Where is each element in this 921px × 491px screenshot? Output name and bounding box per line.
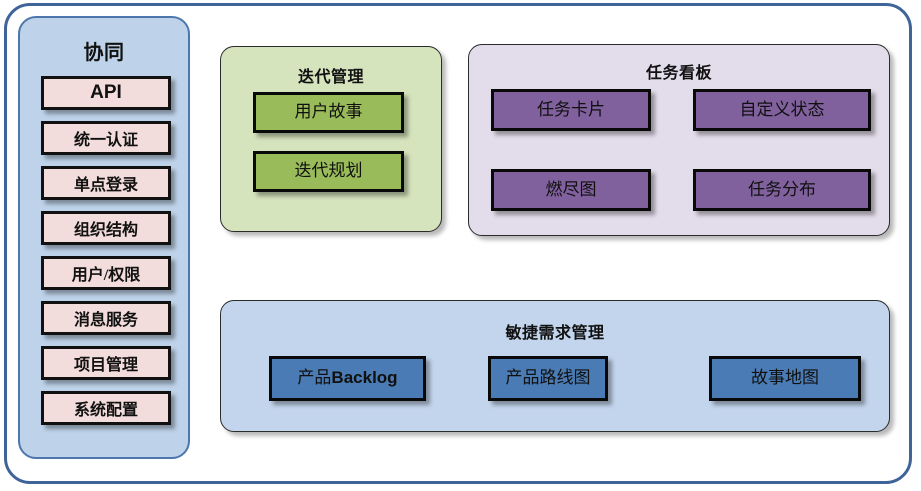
tile-product-roadmap[interactable]: 产品路线图 bbox=[488, 356, 608, 401]
outer-frame bbox=[4, 3, 912, 484]
tile-custom-status[interactable]: 自定义状态 bbox=[693, 89, 871, 131]
sidebar-item-system-config[interactable]: 系统配置 bbox=[41, 391, 171, 425]
sidebar-item-message-service[interactable]: 消息服务 bbox=[41, 301, 171, 335]
tile-product-backlog-prefix: 产品 bbox=[297, 368, 332, 388]
sidebar-item-single-sign-on[interactable]: 单点登录 bbox=[41, 166, 171, 200]
panel-title-agile-requirement-management: 敏捷需求管理 bbox=[505, 325, 605, 342]
sidebar-item-project-management[interactable]: 项目管理 bbox=[41, 346, 171, 380]
panel-iteration-management[interactable]: 迭代管理 用户故事 迭代规划 bbox=[220, 46, 442, 232]
sidebar-item-org-structure[interactable]: 组织结构 bbox=[41, 211, 171, 245]
sidebar-item-list: API 统一认证 单点登录 组织结构 用户/权限 消息服务 项目管理 系统配置 bbox=[41, 76, 171, 436]
tile-iteration-planning[interactable]: 迭代规划 bbox=[253, 151, 404, 192]
panel-title-iteration-management: 迭代管理 bbox=[297, 69, 364, 86]
sidebar-item-api[interactable]: API bbox=[41, 76, 171, 110]
panel-task-board[interactable]: 任务看板 任务卡片 自定义状态 燃尽图 任务分布 bbox=[468, 44, 890, 236]
sidebar-title: 协同 bbox=[83, 42, 125, 64]
tile-product-backlog-latin: Backlog bbox=[331, 368, 398, 388]
tile-story-map[interactable]: 故事地图 bbox=[709, 356, 861, 401]
sidebar-item-user-permission[interactable]: 用户/权限 bbox=[41, 256, 171, 290]
tile-task-distribution[interactable]: 任务分布 bbox=[693, 169, 871, 211]
tile-task-card[interactable]: 任务卡片 bbox=[491, 89, 651, 131]
panel-title-task-board: 任务看板 bbox=[645, 65, 712, 82]
sidebar-item-unified-auth[interactable]: 统一认证 bbox=[41, 121, 171, 155]
sidebar-panel-collaboration[interactable]: 协同 API 统一认证 单点登录 组织结构 用户/权限 消息服务 项目管理 系统… bbox=[18, 16, 190, 459]
tile-user-story[interactable]: 用户故事 bbox=[253, 92, 404, 133]
tile-burndown-chart[interactable]: 燃尽图 bbox=[491, 169, 651, 211]
